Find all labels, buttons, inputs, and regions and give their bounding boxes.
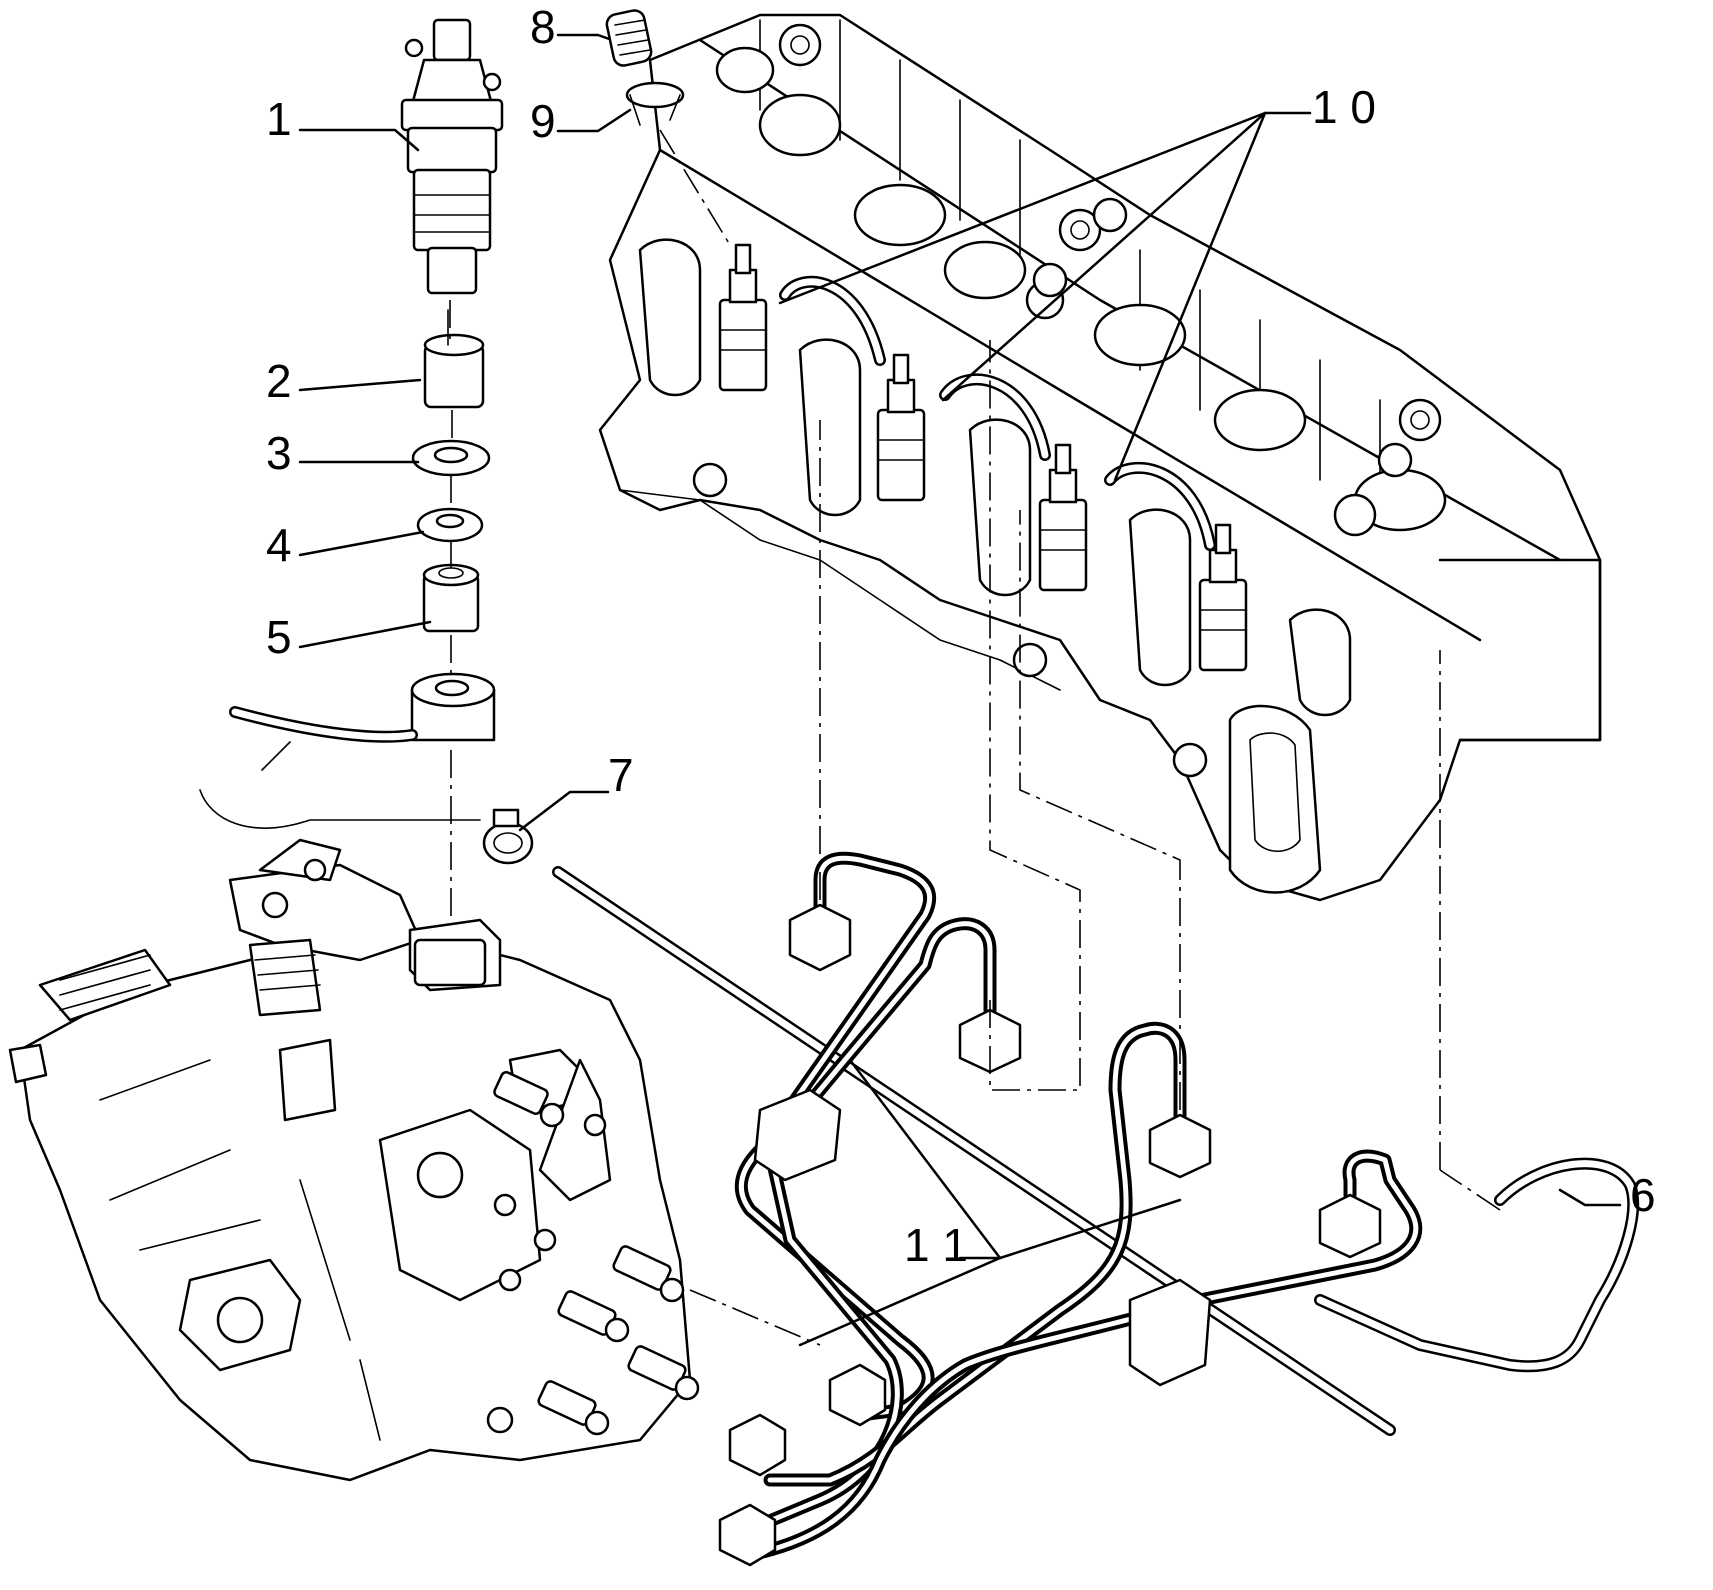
injection-pump [8,838,700,1482]
callout-6: 6 [1630,1169,1656,1221]
fitting [537,1380,610,1436]
pipe-nut [1148,1113,1212,1179]
cylinder-head [598,13,1602,902]
pipe-clamp [1128,1278,1212,1387]
fitting [493,1071,565,1128]
callout-7: 7 [608,749,634,801]
callout-10: 1 0 [1312,81,1376,133]
copper-washer [411,439,491,477]
callout-1: 1 [266,93,292,145]
head-bolt [1032,262,1068,298]
pipe-clamp [753,1088,842,1182]
spring-clip [625,81,685,126]
callout-4: 4 [266,519,292,571]
head-bolt [1377,442,1413,478]
head-bolt [1398,398,1442,442]
flame-shield [422,563,480,633]
injection-pipe [763,1021,1187,1487]
head-bolt [778,23,822,67]
hose-clip [482,808,534,865]
callout-9: 9 [530,95,556,147]
leader-lines [298,33,1622,1347]
head-bolt [1058,208,1102,252]
leak-off-return-pipe [1314,1157,1640,1373]
leak-off-banjo [229,672,496,771]
fuel-filter-mesh [605,9,653,67]
pipe-nut [788,903,852,972]
installed-injector [718,243,768,392]
installed-injector [1198,523,1248,672]
pipe-nut [828,1363,887,1427]
injection-pipe [743,1149,1423,1562]
fitting [557,1290,630,1343]
installed-injector [1038,443,1088,592]
callout-8: 8 [530,1,556,53]
pipe-nut [718,1503,777,1567]
pipe-nut [728,1413,787,1477]
head-bolt [1333,493,1377,537]
fitting [627,1345,700,1401]
head-bolt [1092,197,1128,233]
seal-ring [416,507,484,543]
leak-off-hose [939,373,1051,461]
callout-11: 1 1 [904,1219,968,1271]
fuel-return-line [552,866,1396,1436]
nozzle-holder [423,309,485,409]
callout-3: 3 [266,427,292,479]
callout-5: 5 [266,611,292,663]
installed-injector [876,353,926,502]
pipe-nut [1318,1193,1382,1259]
leak-off-hose [779,275,886,366]
injector-assembly [400,18,504,295]
callout-2: 2 [266,355,292,407]
fitting [612,1245,685,1303]
